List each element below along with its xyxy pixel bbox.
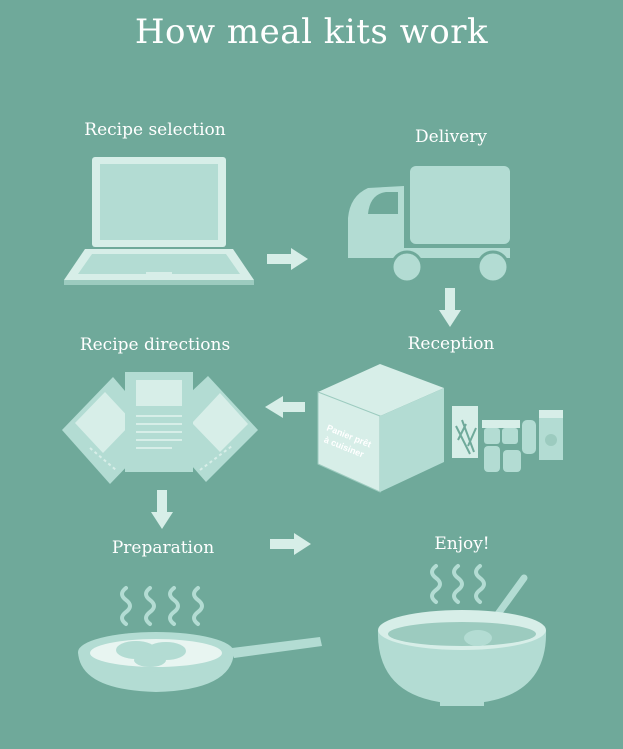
step-label-preparation: Preparation [111,538,215,558]
laptop-icon [64,157,254,285]
step-label-delivery: Delivery [415,127,487,147]
arrow-right-icon [270,533,311,555]
step-label-recipe-directions: Recipe directions [79,335,231,355]
steam-icon [120,586,204,626]
step-label-reception: Reception [407,334,495,354]
arrow-right-icon [267,248,308,270]
delivery-truck-icon [348,166,510,284]
arrow-down-icon [151,490,173,529]
recipe-leaflet-icon [62,372,258,484]
steam-icon [430,564,486,604]
arrow-down-icon [439,288,461,327]
meal-kit-box-icon: Panier prêt à cuisiner [317,364,444,493]
step-label-recipe-selection: Recipe selection [84,120,226,140]
ingredients-icon [452,406,563,472]
soup-bowl-icon [377,574,547,706]
arrow-left-icon [265,396,305,418]
page-title: How meal kits work [134,12,489,52]
frying-pan-icon [78,632,322,692]
step-label-enjoy: Enjoy! [434,534,490,554]
